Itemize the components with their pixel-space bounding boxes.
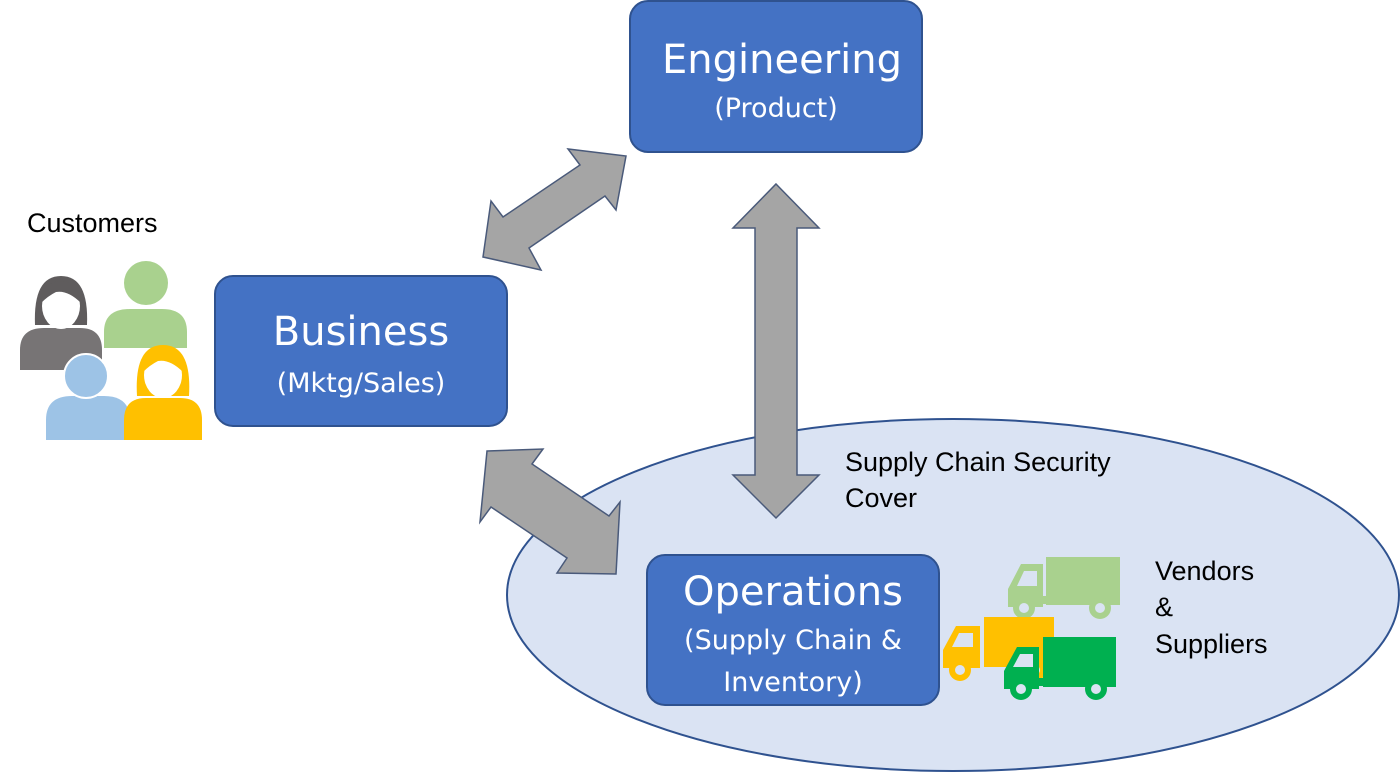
- truck-light-green-icon: [1008, 557, 1120, 619]
- vendor-trucks-group: [943, 557, 1120, 700]
- operations-subtitle-line2: Inventory): [723, 667, 863, 698]
- business-subtitle: (Mktg/Sales): [277, 368, 446, 399]
- business-box-shape: [214, 275, 508, 427]
- security-cover-label-line2: Cover: [845, 483, 917, 513]
- engineering-title: Engineering: [662, 37, 902, 83]
- operations-box: Operations (Supply Chain & Inventory): [646, 554, 940, 706]
- engineering-box-shape: [629, 0, 923, 153]
- truck-dark-green-icon: [1004, 637, 1116, 700]
- operations-title: Operations: [683, 569, 903, 615]
- customer-man-blue-icon: [46, 353, 130, 440]
- arrow-engineering-operations: [731, 182, 821, 520]
- operations-subtitle-line1: (Supply Chain &: [684, 625, 902, 656]
- customer-woman-yellow-icon: [124, 345, 202, 440]
- engineering-subtitle: (Product): [714, 93, 838, 124]
- operations-box-shape: [646, 554, 940, 706]
- business-box: Business (Mktg/Sales): [214, 275, 508, 427]
- arrow-business-engineering: [482, 148, 627, 272]
- vendors-label-line2: &: [1155, 592, 1173, 622]
- vendors-label-line3: Suppliers: [1155, 629, 1268, 659]
- vendors-label-line1: Vendors: [1155, 556, 1254, 586]
- customer-man-green-icon: [104, 261, 187, 348]
- customers-icon-group: [20, 261, 202, 440]
- security-cover-label-line1: Supply Chain Security: [845, 447, 1111, 477]
- engineering-box: Engineering (Product): [629, 0, 923, 153]
- customers-label: Customers: [27, 208, 158, 238]
- business-title: Business: [273, 309, 449, 355]
- arrow-business-operations: [478, 448, 621, 575]
